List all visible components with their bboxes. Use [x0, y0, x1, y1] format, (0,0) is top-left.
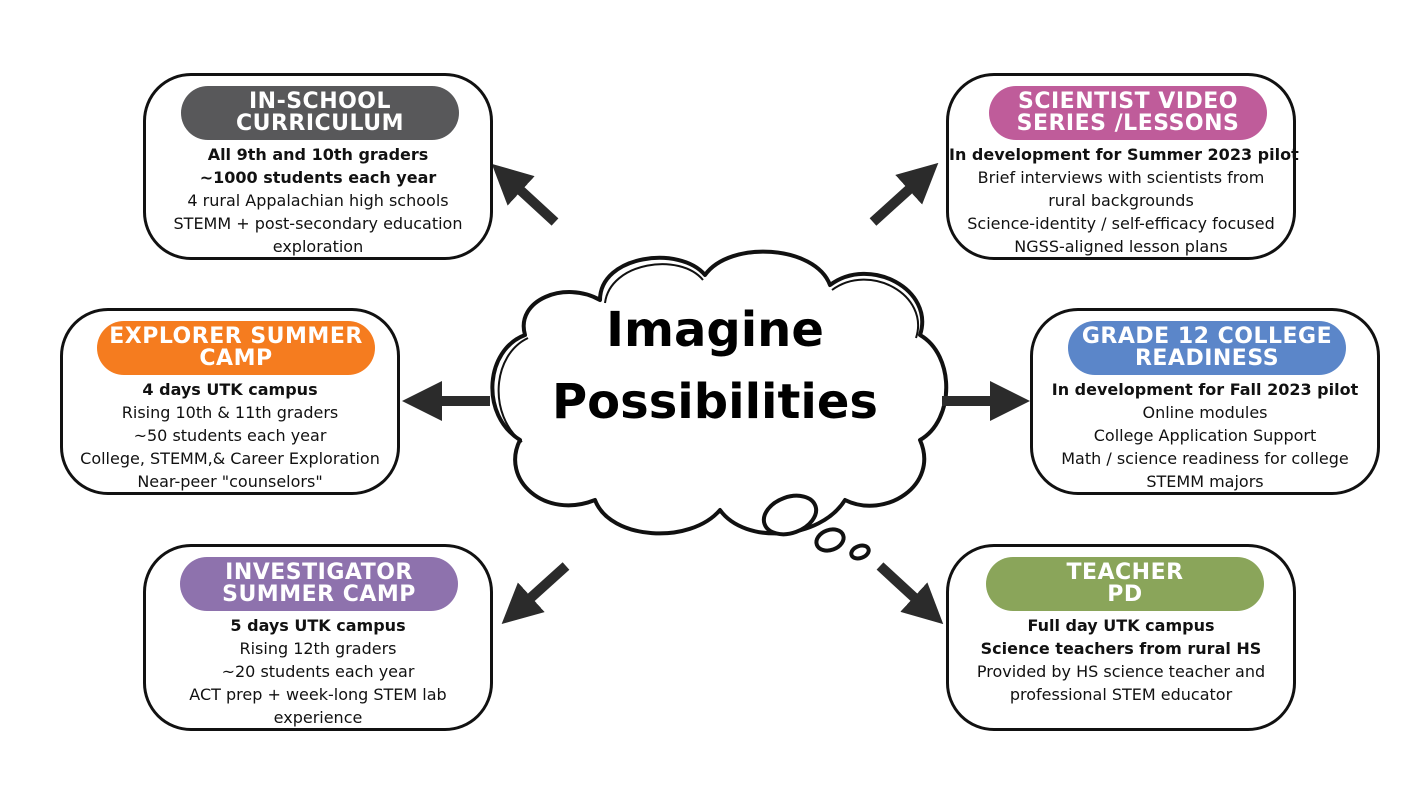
header-scientist-video-series: SCIENTIST VIDEO SERIES /LESSONS [989, 86, 1267, 140]
card-explorer-summer-camp: EXPLORER SUMMER CAMP 4 days UTK campus R… [60, 308, 400, 495]
detail-line: Near-peer "counselors" [137, 472, 323, 491]
detail-line: ACT prep + week-long STEM lab [189, 685, 447, 704]
header-line: READINESS [1134, 346, 1280, 371]
detail-line: Science-identity / self-efficacy focused [967, 214, 1275, 233]
detail-line: ~50 students each year [133, 426, 327, 445]
card-in-school-curriculum: IN-SCHOOL CURRICULUM All 9th and 10th gr… [143, 73, 493, 260]
detail-line: Brief interviews with scientists from [977, 168, 1265, 187]
center-title-line-1: Imagine [606, 302, 824, 358]
header-in-school-curriculum: IN-SCHOOL CURRICULUM [181, 86, 459, 140]
detail-line: experience [273, 708, 363, 727]
header-investigator-summer-camp: INVESTIGATOR SUMMER CAMP [180, 557, 458, 611]
detail-line: College, STEMM,& Career Exploration [80, 449, 380, 468]
card-scientist-video-series: SCIENTIST VIDEO SERIES /LESSONS In devel… [946, 73, 1299, 260]
header-line: SUMMER CAMP [222, 582, 416, 607]
header-line: SCIENTIST VIDEO [1017, 89, 1239, 114]
header-line: PD [1107, 582, 1143, 607]
detail-line: NGSS-aligned lesson plans [1014, 237, 1228, 256]
card-grade-12-college-readiness: GRADE 12 COLLEGE READINESS In developmen… [1030, 308, 1380, 495]
header-line: TEACHER [1066, 560, 1184, 585]
detail-line: exploration [272, 237, 364, 256]
arrow-to-in-school [491, 163, 559, 226]
detail-line: Rising 10th & 11th graders [121, 403, 339, 422]
detail-line: rural backgrounds [1048, 191, 1194, 210]
card-teacher-pd: TEACHER PD Full day UTK campus Science t… [946, 544, 1296, 731]
header-line: INVESTIGATOR [225, 560, 413, 585]
header-line: IN-SCHOOL [248, 89, 392, 114]
header-line: CAMP [199, 346, 273, 371]
center-title: Imagine Possibilities [520, 294, 910, 438]
detail-line: ~20 students each year [221, 662, 415, 681]
detail-bold: Science teachers from rural HS [980, 639, 1262, 658]
header-line: CURRICULUM [235, 111, 405, 136]
arrow-to-teacher [876, 562, 944, 625]
detail-line: STEMM majors [1146, 472, 1264, 491]
detail-bold: 4 days UTK campus [142, 380, 318, 399]
header-teacher-pd: TEACHER PD [986, 557, 1264, 611]
thought-cloud [490, 249, 949, 561]
header-explorer-summer-camp: EXPLORER SUMMER CAMP [97, 321, 375, 375]
header-line: GRADE 12 COLLEGE [1081, 324, 1333, 349]
detail-line: Provided by HS science teacher and [976, 662, 1266, 681]
arrow-to-scientist [869, 162, 939, 226]
detail-line: professional STEM educator [1009, 685, 1233, 704]
detail-line: STEMM + post-secondary education [173, 214, 463, 233]
detail-bold: ~1000 students each year [199, 168, 437, 187]
detail-bold: 5 days UTK campus [230, 616, 406, 635]
card-investigator-summer-camp: INVESTIGATOR SUMMER CAMP 5 days UTK camp… [143, 544, 493, 731]
detail-line: Rising 12th graders [239, 639, 397, 658]
header-line: SERIES /LESSONS [1016, 111, 1240, 136]
detail-bold: In development for Fall 2023 pilot [1051, 380, 1359, 399]
detail-bold: Full day UTK campus [1027, 616, 1215, 635]
detail-line: 4 rural Appalachian high schools [187, 191, 449, 210]
detail-bold: In development for Summer 2023 pilot [949, 145, 1299, 164]
header-line: EXPLORER SUMMER [109, 324, 363, 349]
detail-line: Online modules [1142, 403, 1268, 422]
detail-line: Math / science readiness for college [1061, 449, 1349, 468]
header-grade-12-college-readiness: GRADE 12 COLLEGE READINESS [1068, 321, 1346, 375]
arrow-to-investigator [501, 562, 570, 625]
detail-bold: All 9th and 10th graders [207, 145, 429, 164]
center-title-line-2: Possibilities [552, 374, 878, 430]
detail-line: College Application Support [1093, 426, 1317, 445]
